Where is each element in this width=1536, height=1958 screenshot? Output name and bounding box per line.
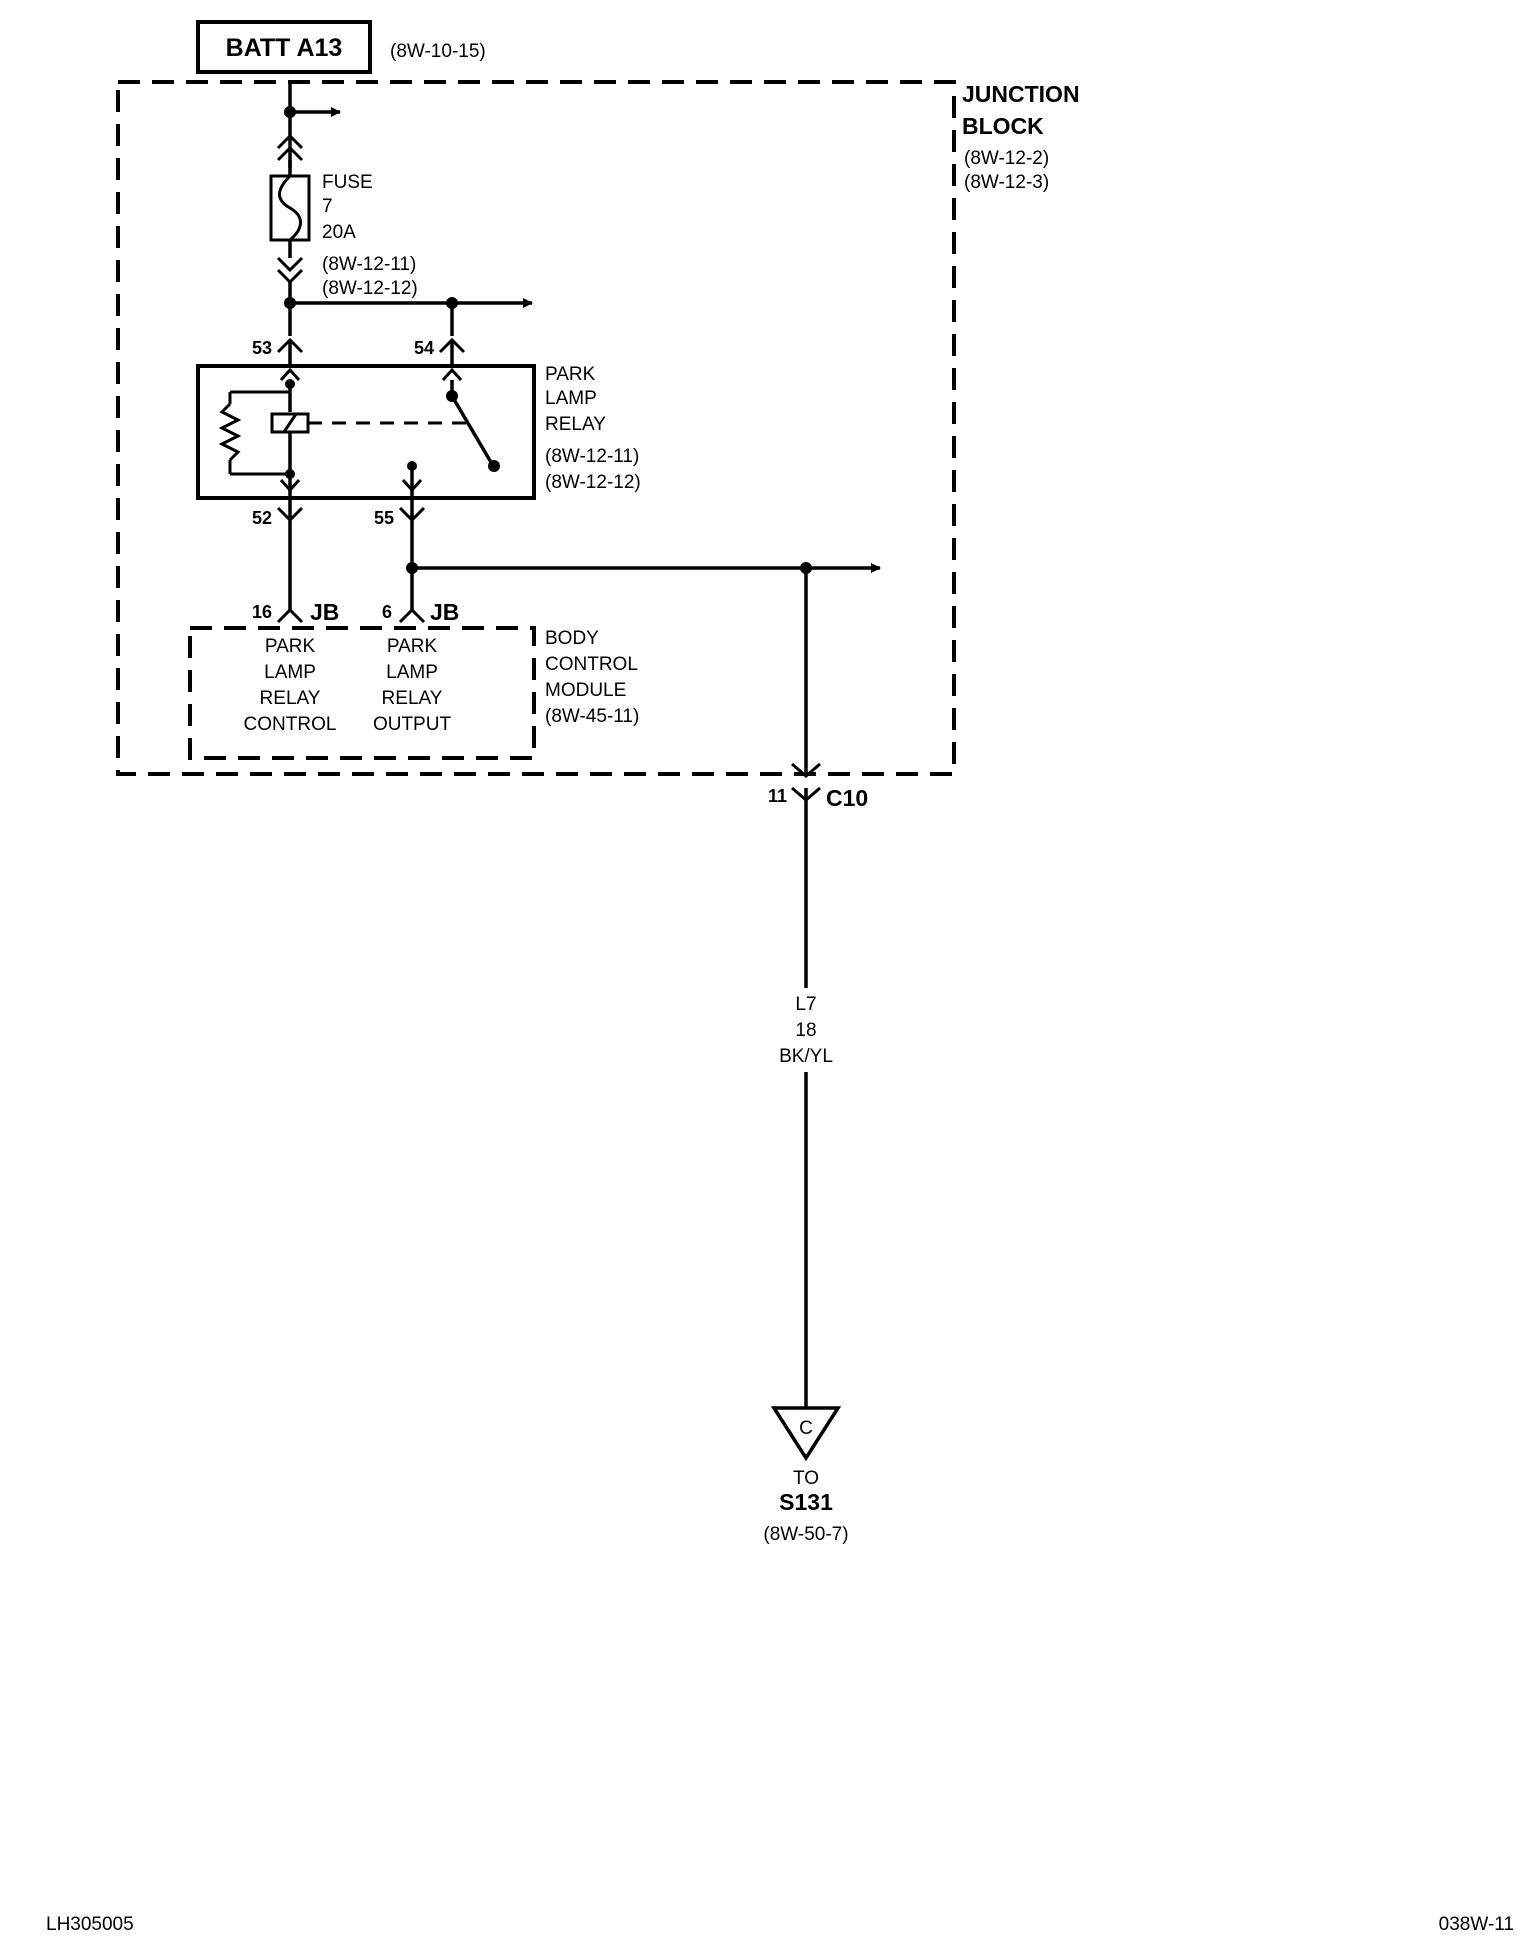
- wire-color: BK/YL: [779, 1046, 833, 1067]
- bcm-name-l1: BODY: [545, 628, 599, 649]
- wire-gauge: 18: [795, 1020, 816, 1041]
- junction-block-ref-2: (8W-12-3): [964, 172, 1049, 193]
- splice-destination-symbol: [770, 1406, 842, 1462]
- bcm-control-l2: LAMP: [264, 662, 316, 683]
- relay-label-3: RELAY: [545, 414, 606, 435]
- bcm-output-l2: LAMP: [386, 662, 438, 683]
- bcm-name-l2: CONTROL: [545, 654, 638, 675]
- relay-pin-55: 55: [374, 508, 394, 528]
- junction-block-title-2: BLOCK: [962, 113, 1044, 139]
- body-control-module-outline: [188, 626, 536, 760]
- wire-circuit: L7: [795, 994, 816, 1015]
- bcm-output-l3: RELAY: [382, 688, 443, 709]
- fuse-output-wire: [284, 282, 533, 336]
- fuse-label-2: 7: [322, 196, 333, 217]
- connector-c10-pin: 11: [768, 786, 787, 806]
- relay-ref-1: (8W-12-11): [545, 446, 639, 467]
- battery-feed-wire: [276, 82, 341, 168]
- connector-c10: [791, 762, 821, 1408]
- batt-a13-box: BATT A13: [196, 20, 372, 74]
- connector-c10-name: C10: [826, 785, 868, 811]
- relay-pin-52: 52: [252, 508, 272, 528]
- relay-pin-54: 54: [414, 338, 434, 358]
- relay-ref-2: (8W-12-12): [545, 472, 641, 493]
- fuse-ref-2: (8W-12-12): [322, 278, 418, 299]
- junction-block-title-1: JUNCTION: [962, 81, 1080, 107]
- relay-pin-52-connector: [276, 498, 304, 612]
- bcm-name-l3: MODULE: [545, 680, 626, 701]
- batt-ref: (8W-10-15): [390, 41, 486, 62]
- bcm-control-l4: CONTROL: [244, 714, 337, 735]
- destination-splice: S131: [779, 1489, 833, 1515]
- junction-block-outline: [116, 80, 956, 776]
- bcm-pin-16-connector: [276, 607, 304, 624]
- bcm-output-l1: PARK: [387, 636, 438, 657]
- bcm-connector-jb-2: JB: [430, 599, 459, 625]
- bcm-pin-16: 16: [252, 602, 272, 622]
- bcm-control-l3: RELAY: [260, 688, 321, 709]
- destination-symbol: C: [799, 1418, 813, 1439]
- batt-label: BATT A13: [226, 34, 343, 62]
- relay-label-1: PARK: [545, 364, 596, 385]
- fuse-label-3: 20A: [322, 222, 356, 243]
- relay-pin-54-connector: [438, 337, 466, 366]
- footer-right-code: 038W-11: [1439, 1914, 1514, 1935]
- relay-pin-53: 53: [252, 338, 272, 358]
- destination-ref: (8W-50-7): [763, 1524, 848, 1545]
- bcm-output-l4: OUTPUT: [373, 714, 452, 735]
- fuse-7: [269, 160, 311, 285]
- destination-to: TO: [793, 1468, 819, 1489]
- bcm-control-l1: PARK: [265, 636, 316, 657]
- bcm-pin-6-connector: [398, 607, 426, 624]
- relay-pin-53-connector: [276, 337, 304, 366]
- park-lamp-relay: [196, 364, 536, 500]
- fuse-label-1: FUSE: [322, 172, 373, 193]
- bcm-ref: (8W-45-11): [545, 706, 639, 727]
- footer-left-code: LH305005: [46, 1914, 134, 1935]
- fuse-ref-1: (8W-12-11): [322, 254, 416, 275]
- bcm-pin-6: 6: [382, 602, 392, 622]
- junction-block-ref-1: (8W-12-2): [964, 148, 1049, 169]
- relay-pin-55-connector: [398, 498, 881, 776]
- bcm-connector-jb-1: JB: [310, 599, 339, 625]
- relay-label-2: LAMP: [545, 388, 597, 409]
